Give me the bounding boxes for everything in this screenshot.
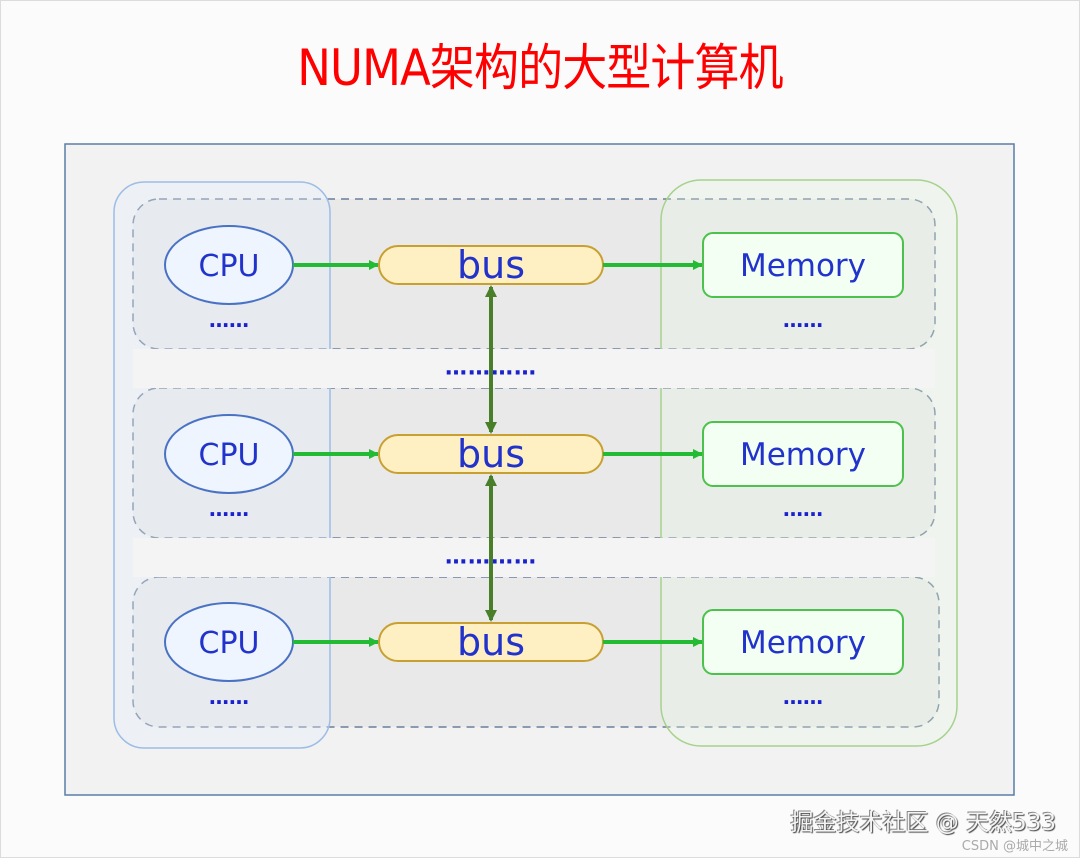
bus-label: bus bbox=[457, 243, 525, 287]
cpu-label: CPU bbox=[199, 438, 260, 473]
numa-node: CPU …… bus Memory …… bbox=[164, 225, 904, 332]
bus-label: bus bbox=[457, 432, 525, 476]
between-row-band bbox=[133, 349, 935, 388]
memory-ellipsis: …… bbox=[783, 308, 823, 332]
memory-shape bbox=[702, 609, 904, 675]
memory-shape bbox=[702, 232, 904, 298]
diagram-title: NUMA架构的大型计算机 bbox=[297, 39, 783, 97]
watermark: 掘金技术社区 @ 天然533 bbox=[790, 810, 1056, 836]
memory-ellipsis: …… bbox=[783, 685, 823, 709]
cpu-label: CPU bbox=[199, 249, 260, 284]
numa-node: CPU …… bus Memory …… bbox=[164, 414, 904, 521]
cpu-ellipsis: …… bbox=[209, 497, 249, 521]
cpu-label: CPU bbox=[199, 626, 260, 661]
memory-ellipsis: …… bbox=[783, 497, 823, 521]
watermark-csdn: CSDN @城中之城 bbox=[961, 839, 1068, 854]
memory-label: Memory bbox=[740, 248, 866, 284]
cpu-ellipsis: …… bbox=[209, 685, 249, 709]
numa-node: CPU …… bus Memory …… bbox=[164, 602, 904, 709]
memory-shape bbox=[702, 421, 904, 487]
memory-label: Memory bbox=[740, 625, 866, 661]
cpu-ellipsis: …… bbox=[209, 308, 249, 332]
memory-label: Memory bbox=[740, 437, 866, 473]
bus-label: bus bbox=[457, 620, 525, 664]
between-row-band bbox=[133, 538, 935, 577]
